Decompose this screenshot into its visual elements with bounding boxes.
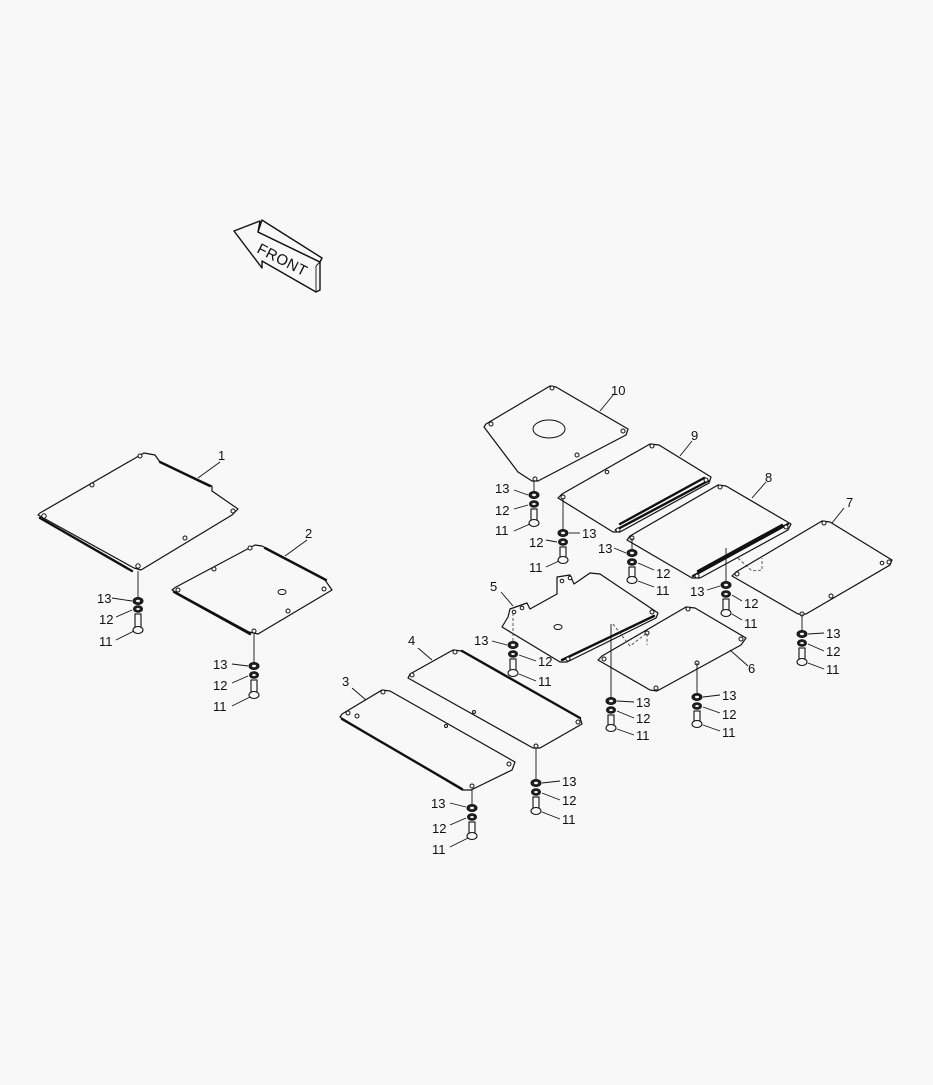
label-12: 12 [744,596,758,611]
label-13: 13 [722,688,736,703]
label-11: 11 [656,583,670,598]
fastener-stack-s1: 13 12 11 [97,571,144,649]
label-11: 11 [432,842,446,857]
fastener-stack-s10: 13 12 11 [495,481,540,538]
label-13: 13 [474,633,488,648]
label-12: 12 [656,566,670,581]
label-13: 13 [636,695,650,710]
label-11: 11 [636,728,650,743]
fastener-stack-s7: 13 12 11 [796,614,840,677]
label-12: 12 [432,821,446,836]
fastener-stack-s9: 13 12 11 [598,538,670,598]
part-4-plate: 4 [407,633,583,749]
fastener-stack-s2: 13 12 11 [213,634,260,714]
callout-3: 3 [342,674,349,689]
fastener-stack-s9b: 13 12 11 [529,498,596,575]
part-10-plate: 10 [483,383,629,482]
label-11: 11 [495,523,509,538]
front-arrow-icon: FRONT [233,219,323,293]
label-12: 12 [529,535,543,550]
callout-9: 9 [691,428,698,443]
label-12: 12 [213,678,227,693]
part-6-plate: 6 [597,606,755,692]
label-11: 11 [99,634,113,649]
label-12: 12 [495,503,509,518]
label-11: 11 [213,699,227,714]
callout-6: 6 [748,661,755,676]
callout-5: 5 [490,579,497,594]
label-13: 13 [562,774,576,789]
label-13: 13 [431,796,445,811]
label-13: 13 [97,591,111,606]
label-11: 11 [538,674,552,689]
callout-1: 1 [218,448,225,463]
callout-2: 2 [305,526,312,541]
fastener-stack-s8: 13 12 11 [690,548,758,631]
label-12: 12 [99,612,113,627]
callout-7: 7 [846,495,853,510]
part-8-plate: 8 [626,470,792,579]
label-12: 12 [826,644,840,659]
label-12: 12 [722,707,736,722]
part-2-plate: 2 [171,526,333,636]
label-11: 11 [722,725,736,740]
fastener-stack-s6b: 13 12 11 [691,663,736,740]
label-13: 13 [495,481,509,496]
label-13: 13 [582,526,596,541]
fastener-stack-s3: 13 12 11 [431,789,478,857]
part-3-plate: 3 [339,674,516,791]
label-12: 12 [562,793,576,808]
callout-10: 10 [611,383,625,398]
part-7-plate: 7 [726,495,893,617]
label-11: 11 [744,616,758,631]
label-13: 13 [690,584,704,599]
fastener-stack-s5: 13 12 11 [474,613,552,689]
fastener-stack-s6a: 13 12 11 [605,624,650,743]
label-11: 11 [562,812,576,827]
callout-4: 4 [408,633,415,648]
label-13: 13 [213,657,227,672]
part-9-plate: 9 [557,428,712,533]
label-11: 11 [529,560,543,575]
label-13: 13 [598,541,612,556]
fastener-stack-s4: 13 12 11 [530,748,576,827]
label-13: 13 [826,626,840,641]
part-1-plate: 1 [37,448,239,573]
label-12: 12 [538,654,552,669]
label-11: 11 [826,662,840,677]
part-5-plate: 5 [490,572,659,663]
label-12: 12 [636,711,650,726]
callout-8: 8 [765,470,772,485]
